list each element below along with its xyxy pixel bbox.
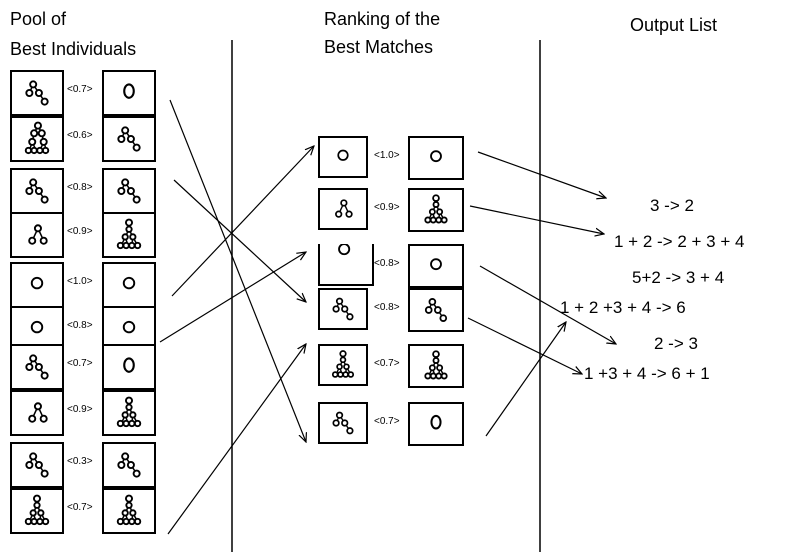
pool-score: <0.7> [67,84,93,96]
pool-score: <0.7> [67,358,93,370]
match-arrow [169,99,306,442]
output-item: 3 -> 2 [650,196,694,215]
pool-score: <0.7> [67,502,93,514]
ranking-tree-right [408,136,464,180]
pool-tree-right [102,390,156,436]
pool-score: <0.9> [67,404,93,416]
ranking-score: <0.8> [374,302,400,314]
ranking-score: <0.9> [374,202,400,214]
ranking-tree-left [318,136,368,178]
pool-score: <0.9> [67,226,93,238]
pool-tree-left [10,262,64,308]
pool-score: <0.6> [67,130,93,142]
match-arrow [167,344,306,535]
pool-tree-left [10,168,64,214]
pool-header-line1: Pool of [10,9,67,29]
pool-score: <1.0> [67,276,93,288]
ranking-score: <1.0> [374,150,400,162]
ranking-tree-right [408,344,464,388]
ranking-header-line1: Ranking of the [324,9,441,29]
match-arrow [159,252,306,343]
ranking-tree-right [408,402,464,446]
ranking-score: <0.7> [374,358,400,370]
pool-score: <0.8> [67,182,93,194]
pool-tree-right [102,262,156,308]
pool-tree-right [102,442,156,488]
ranking-tree-left [318,244,374,286]
pool-tree-right [102,344,156,390]
pool-header-line2: Best Individuals [10,39,137,59]
ranking-tree-right [408,288,464,332]
pool-tree-left [10,212,64,258]
pool-tree-left [10,116,64,162]
pool-tree-left [10,344,64,390]
pool-tree-right [102,168,156,214]
pool-tree-left [10,70,64,116]
pool-score: <0.8> [67,320,93,332]
ranking-score: <0.7> [374,416,400,428]
output-item: 1 + 2 -> 2 + 3 + 4 [614,232,745,251]
pool-tree-left [10,488,64,534]
match-arrow [479,265,616,344]
ranking-score: <0.8> [374,258,400,270]
ranking-tree-left [318,188,368,230]
match-arrow [173,179,306,302]
ranking-tree-right [408,188,464,232]
pool-tree-right [102,70,156,116]
match-arrow [485,322,566,437]
output-item: 5+2 -> 3 + 4 [632,268,725,287]
arrows [159,99,616,535]
output-item: 1 +3 + 4 -> 6 + 1 [584,364,710,383]
pool-tree-right [102,212,156,258]
pool-tree-left [10,442,64,488]
ranking-tree-right [408,244,464,288]
pool-score: <0.3> [67,456,93,468]
pool-tree-right [102,116,156,162]
pool-tree-right [102,488,156,534]
ranking-tree-left [318,288,368,330]
match-arrow [467,317,582,374]
pool-tree-left [10,390,64,436]
output-item: 2 -> 3 [654,334,698,353]
ranking-tree-left [318,344,368,386]
output-item: 1 + 2 +3 + 4 -> 6 [560,298,686,317]
match-arrow [171,146,314,297]
match-arrow [469,205,604,234]
ranking-tree-left [318,402,368,444]
output-header: Output List [630,15,718,35]
ranking-header-line2: Best Matches [324,37,434,57]
match-arrow [477,151,606,198]
